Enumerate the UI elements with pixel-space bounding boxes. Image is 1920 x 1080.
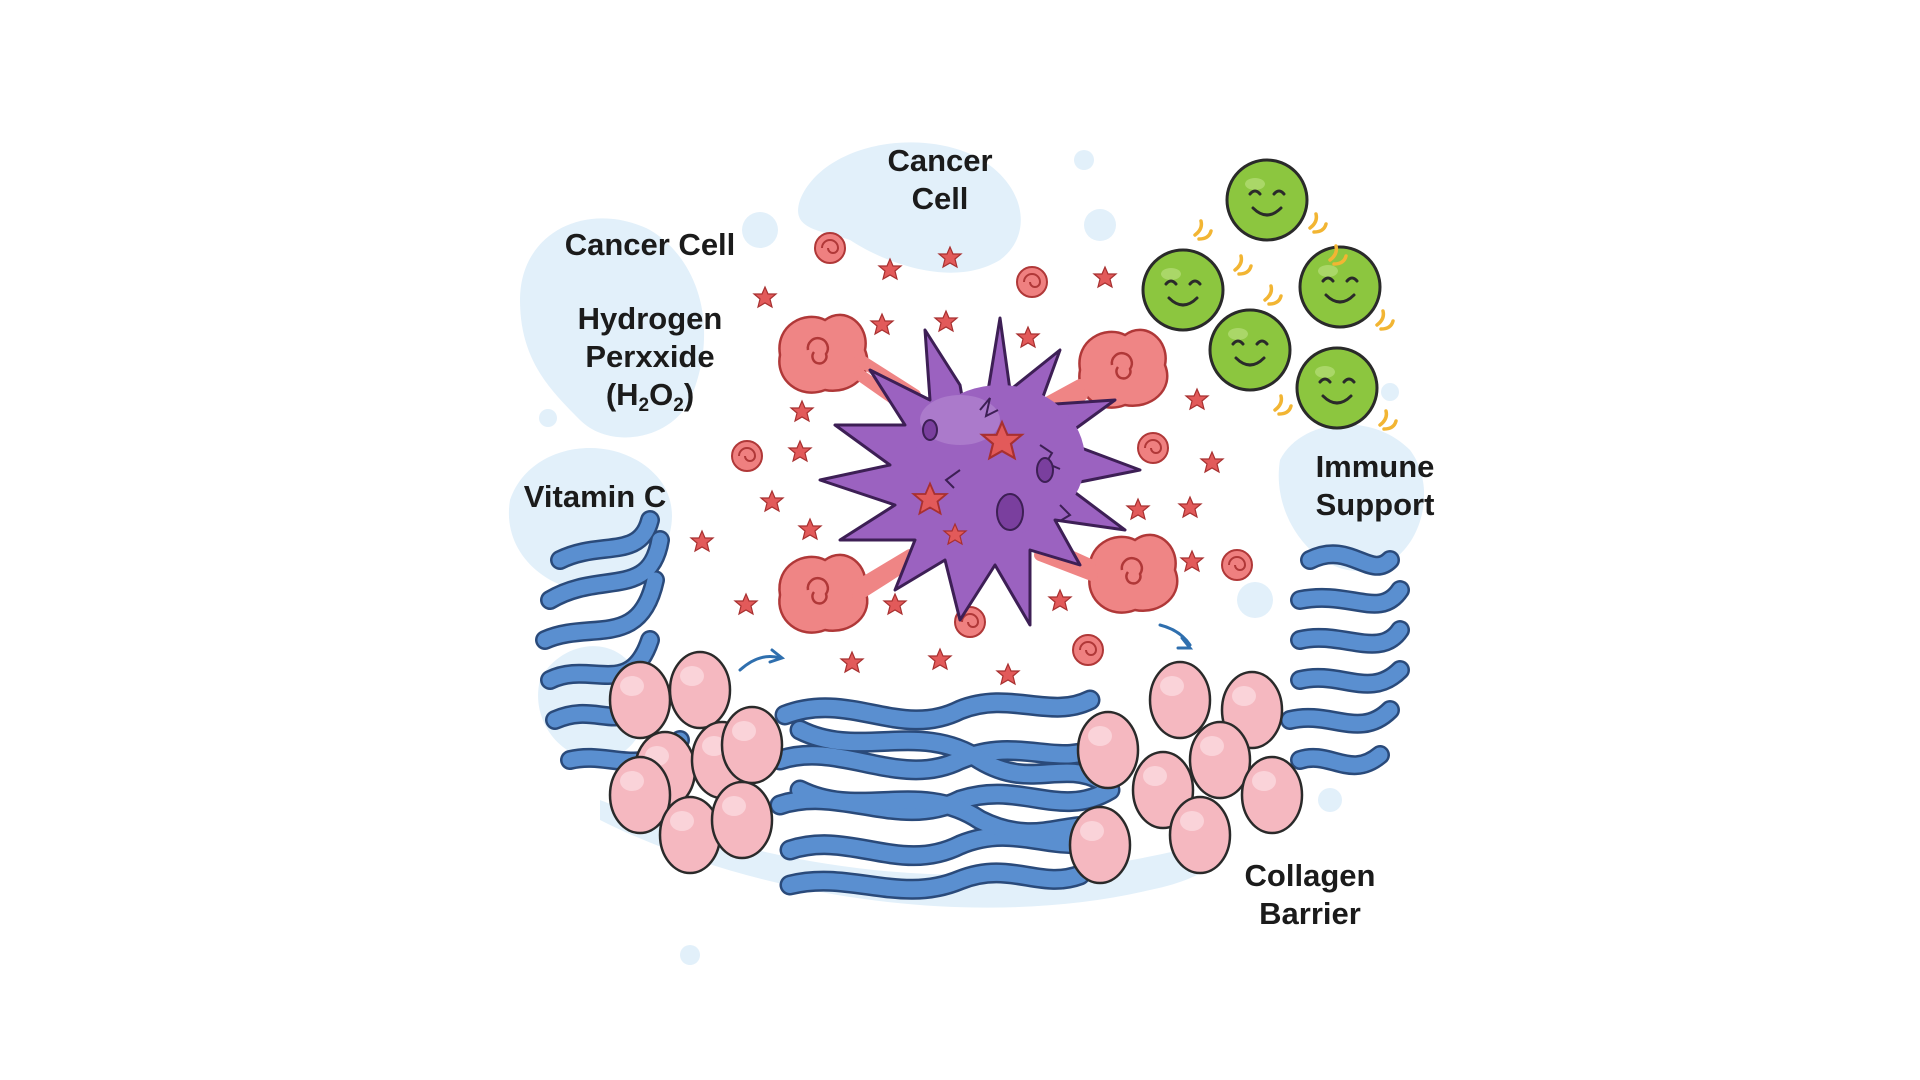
label-cancer-cell-top-line2: Cell xyxy=(911,181,969,216)
formula-sub1: 2 xyxy=(638,395,650,416)
collagen-fiber-icon xyxy=(1280,544,1410,776)
pink-cells-right xyxy=(1068,660,1304,885)
arrow-icon xyxy=(738,623,1194,672)
label-hydrogen-peroxide-line1: Hydrogen xyxy=(577,301,723,336)
label-vitamin-c: Vitamin C xyxy=(500,478,690,516)
label-cancer-cell-left: Cancer Cell xyxy=(545,226,755,264)
smiling-immune-cell-icon xyxy=(1141,158,1382,430)
label-hydrogen-peroxide: Hydrogen Perxxide (H2O2) xyxy=(555,300,745,416)
label-hydrogen-peroxide-formula: (H2O2) xyxy=(555,376,745,416)
label-cancer-cell-top: Cancer Cell xyxy=(860,142,1020,218)
formula-open: (H xyxy=(605,377,639,412)
collagen-fiber-icon xyxy=(769,689,1121,900)
label-immune-support: Immune Support xyxy=(1285,448,1465,524)
peroxide-cloud-icon xyxy=(778,313,1179,634)
formula-close: ) xyxy=(683,377,695,412)
label-vitamin-c-text: Vitamin C xyxy=(523,479,667,514)
label-collagen-barrier-line2: Barrier xyxy=(1259,896,1361,931)
label-collagen-barrier-line1: Collagen xyxy=(1244,858,1376,893)
pink-cells-left xyxy=(608,650,784,875)
label-immune-support-line1: Immune xyxy=(1315,449,1435,484)
label-cancer-cell-top-line1: Cancer xyxy=(887,143,993,178)
label-collagen-barrier: Collagen Barrier xyxy=(1220,857,1400,933)
label-immune-support-line2: Support xyxy=(1315,487,1435,522)
label-cancer-cell-left-text: Cancer Cell xyxy=(564,227,736,262)
formula-mid: O xyxy=(649,377,674,412)
spiky-cancer-cell-icon xyxy=(818,316,1142,627)
label-hydrogen-peroxide-line2: Perxxide xyxy=(585,339,715,374)
formula-sub2: 2 xyxy=(673,395,684,416)
